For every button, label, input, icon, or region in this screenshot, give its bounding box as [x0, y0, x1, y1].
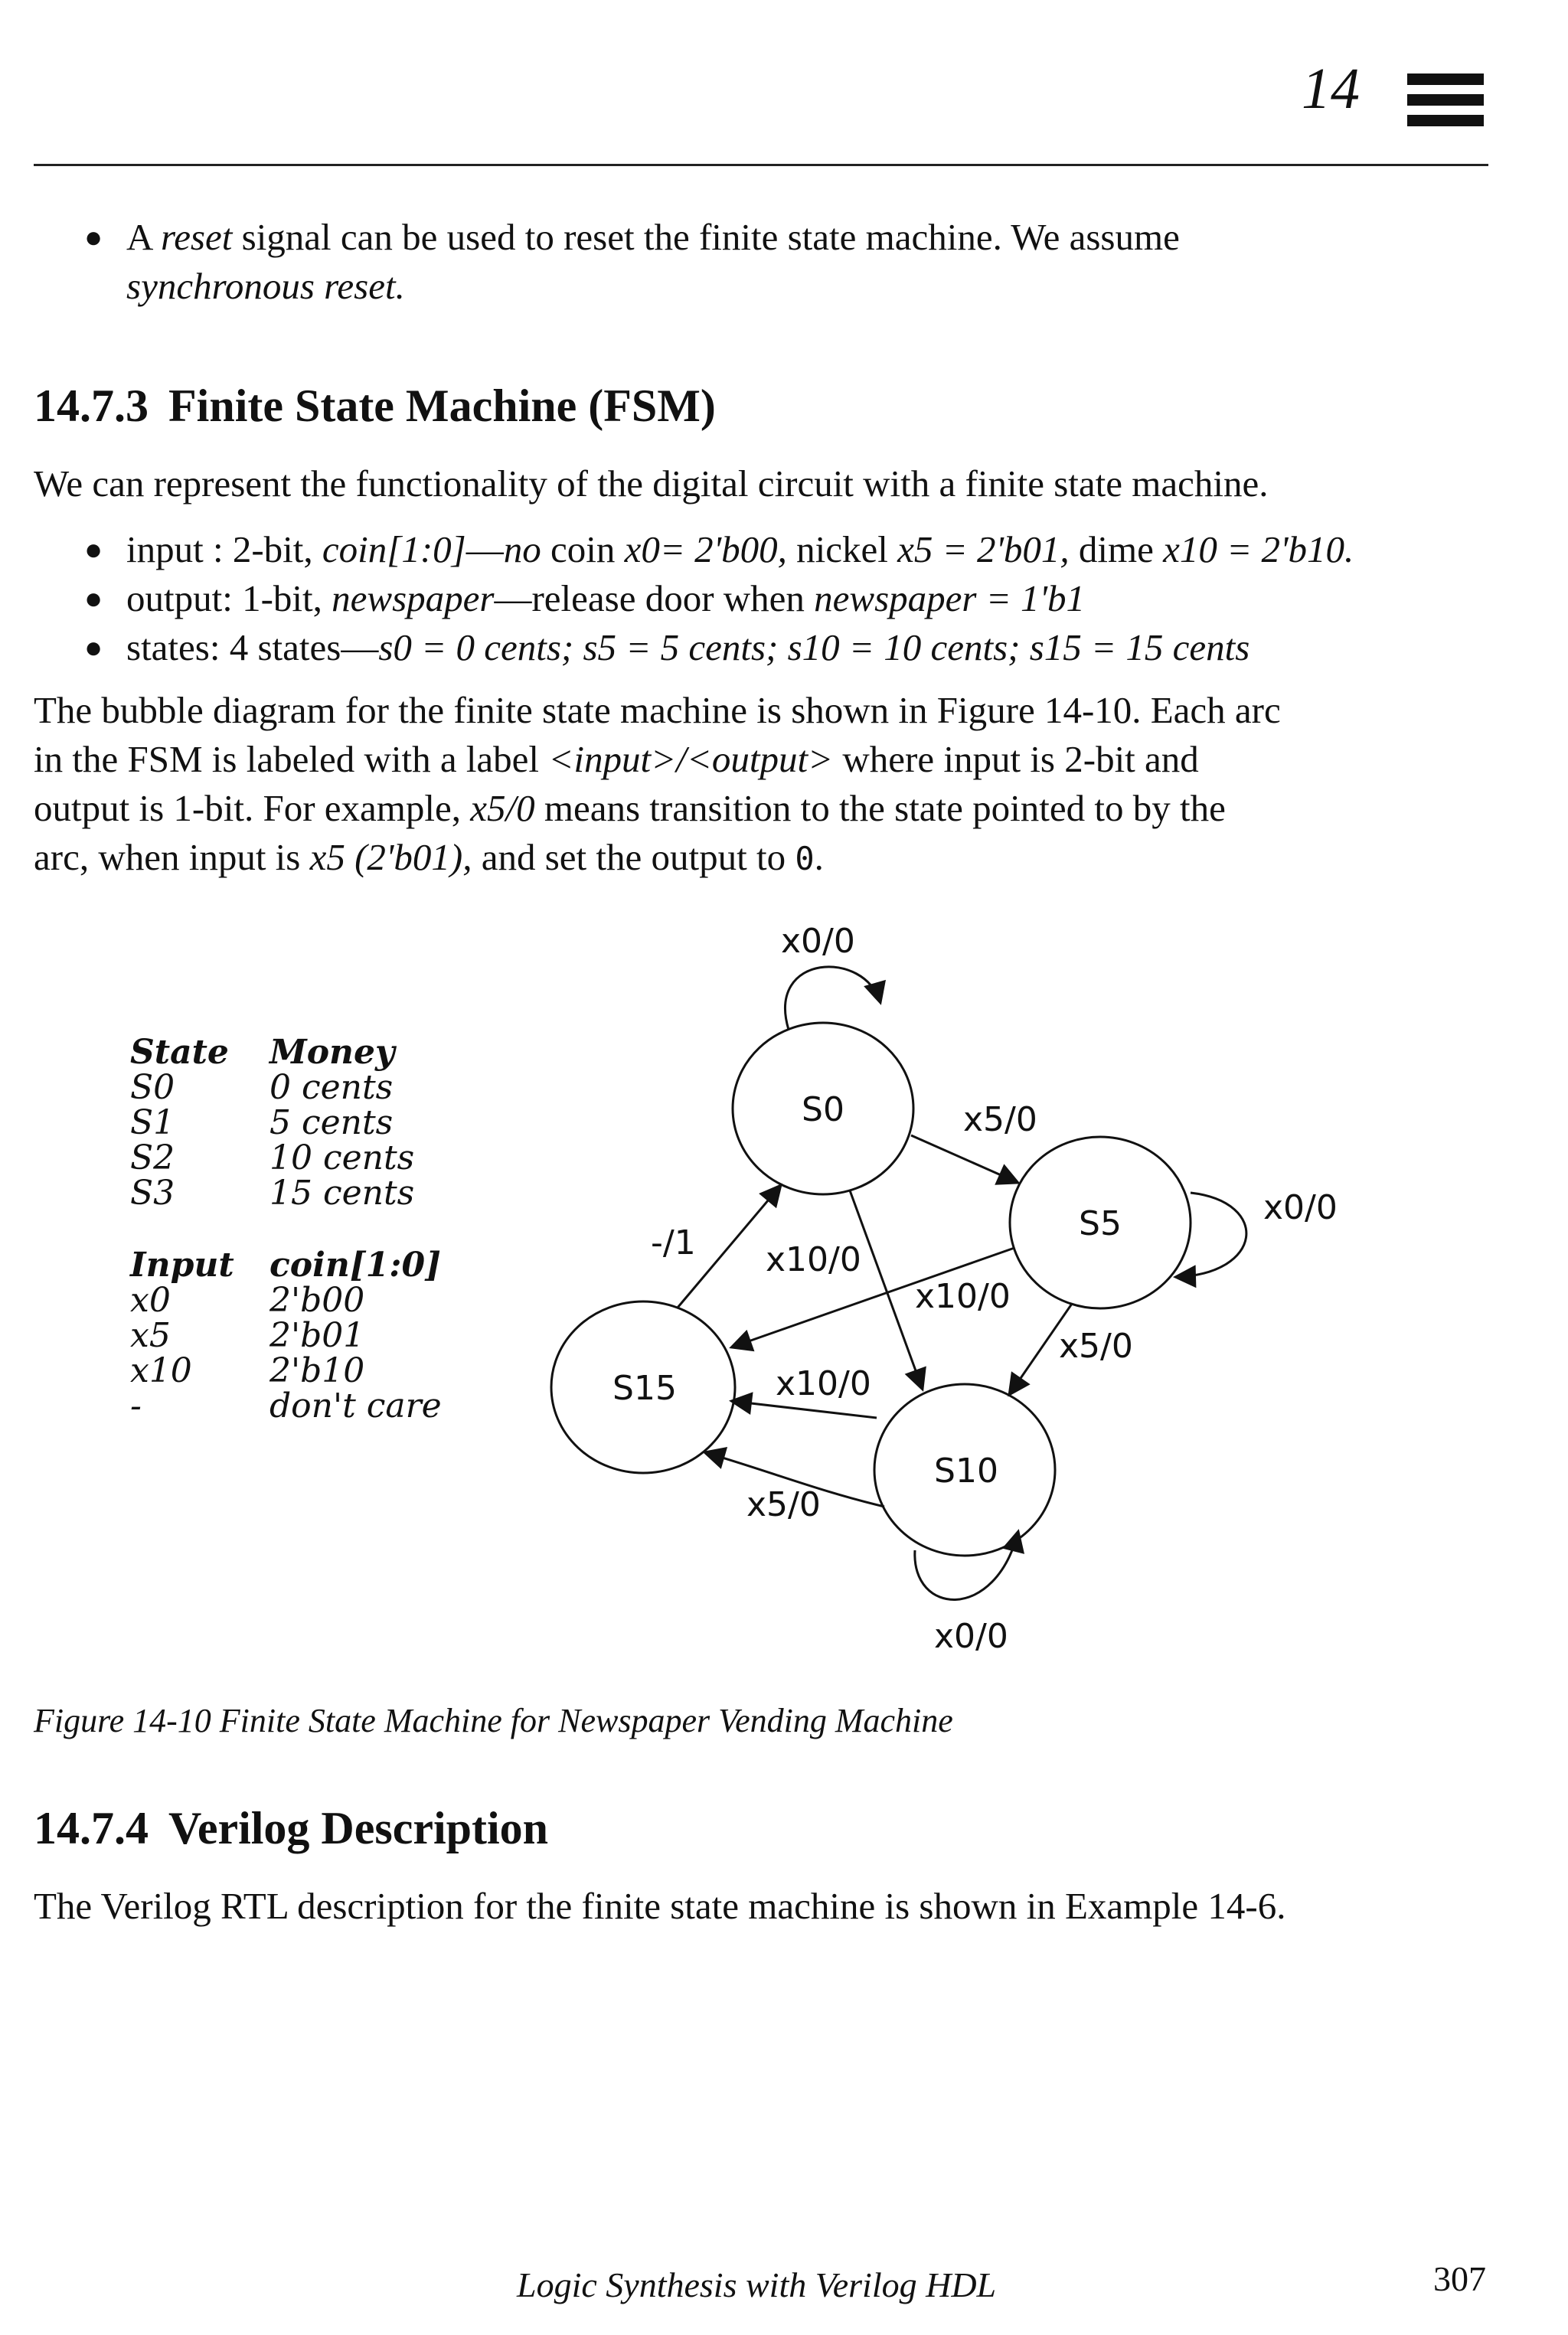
- page-number: 307: [1433, 2259, 1486, 2298]
- arc-s0-self: [784, 965, 886, 1030]
- label-s15-to-s0: -/1: [651, 1223, 696, 1262]
- bullet-input: ● input : 2-bit, coin[1:0]—no coin x0= 2…: [84, 528, 1354, 570]
- state-s5-label: S5: [1079, 1204, 1122, 1243]
- label-s10-to-s15-upper: x10/0: [776, 1364, 871, 1403]
- arc-s10-to-s15-upper: [729, 1392, 877, 1419]
- bullet-reset: ● A reset signal can be used to reset th…: [84, 213, 1504, 311]
- bullet-dot: ●: [84, 220, 103, 254]
- arc-s5-to-s15: [729, 1246, 1015, 1352]
- state-s0-circle: [731, 1021, 915, 1196]
- chapter-tab-bars: [1407, 73, 1484, 136]
- header-rule: [34, 164, 1488, 166]
- state-s15-label: S15: [612, 1369, 677, 1408]
- state-s10-label: S10: [934, 1452, 998, 1491]
- coin-column: coin[1:0] 2'b00 2'b01 2'b10 don't care: [270, 1246, 442, 1425]
- figure-caption: Figure 14-10 Finite State Machine for Ne…: [34, 1702, 953, 1739]
- label-s0-to-s5: x5/0: [963, 1100, 1037, 1139]
- input-column: Input x0 x5 x10 -: [130, 1246, 234, 1425]
- money-column: Money 0 cents 5 cents 10 cents 15 cents: [270, 1033, 415, 1213]
- state-s15-circle: [550, 1300, 737, 1474]
- label-s5-self: x0/0: [1263, 1188, 1338, 1227]
- verilog-paragraph: The Verilog RTL description for the fini…: [34, 1885, 1286, 1927]
- bubble-paragraph: The bubble diagram for the finite state …: [34, 689, 1281, 878]
- state-column: State S0 S1 S2 S3: [130, 1033, 229, 1213]
- state-s5-circle: [1008, 1135, 1192, 1310]
- label-s0-to-s10: x10/0: [766, 1240, 861, 1279]
- arc-s10-to-s15-lower: [702, 1447, 885, 1508]
- state-s0-label: S0: [802, 1090, 844, 1129]
- bullet-states: ● states: 4 states—s0 = 0 cents; s5 = 5 …: [84, 626, 1250, 668]
- bullet-output: ● output: 1-bit, newspaper—release door …: [84, 577, 1086, 619]
- fsm-bubble-diagram: S0 S5 S10 S15 x0/0 x5/0 x10/0 x0/0 x10/0…: [550, 922, 1338, 1656]
- arc-s5-to-s10: [1008, 1303, 1073, 1397]
- state-s10-circle: [873, 1383, 1057, 1557]
- arc-s0-to-s10: [848, 1190, 926, 1392]
- label-s5-to-s15: x10/0: [915, 1277, 1011, 1316]
- intro-paragraph: We can represent the functionality of th…: [34, 462, 1269, 505]
- arc-s15-to-s0: [676, 1183, 782, 1308]
- label-s5-to-s10: x5/0: [1059, 1327, 1133, 1366]
- label-s10-self: x0/0: [934, 1617, 1008, 1656]
- label-s0-self: x0/0: [781, 922, 855, 961]
- arc-s0-to-s5: [910, 1134, 1021, 1185]
- arc-s10-self: [913, 1529, 1024, 1601]
- footer-book-title: Logic Synthesis with Verilog HDL: [517, 2265, 997, 2304]
- arc-s5-self: [1173, 1191, 1248, 1288]
- label-s10-to-s15-lower: x5/0: [746, 1485, 821, 1524]
- chapter-number: 14: [1302, 57, 1360, 121]
